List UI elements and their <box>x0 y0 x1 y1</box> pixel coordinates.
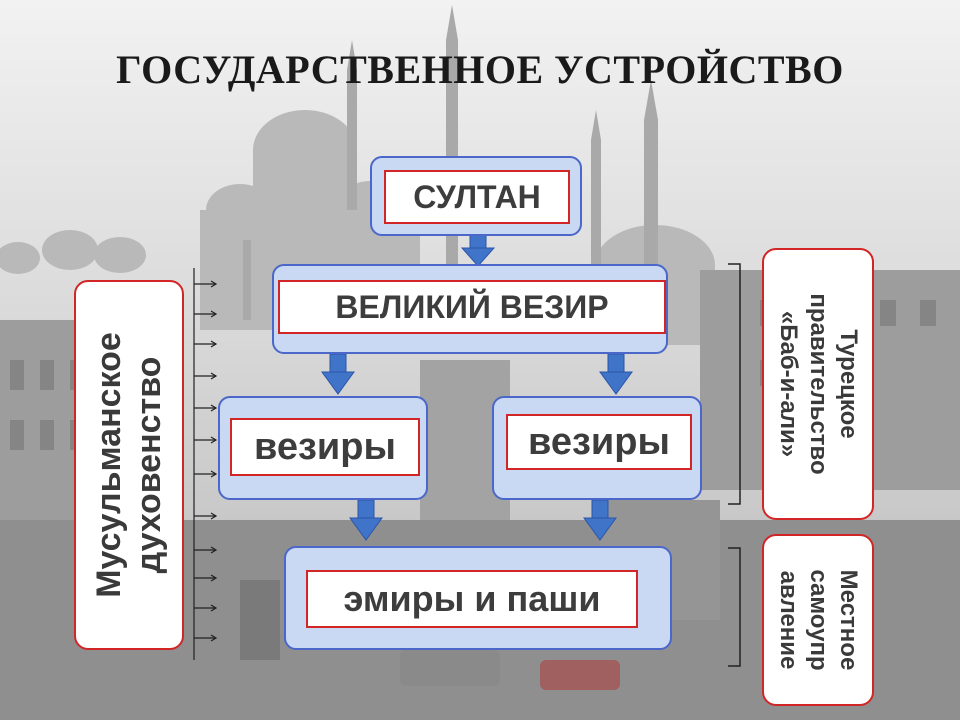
government-line-2: правительство <box>805 293 832 475</box>
emirs-label: эмиры и паши <box>306 570 638 628</box>
viziers-right-node: везиры <box>492 396 702 500</box>
government-text: Турецкое правительство «Баб-и-али» <box>773 293 863 474</box>
sultan-label: СУЛТАН <box>384 170 570 224</box>
clergy-text: Мусульманское духовенство <box>89 332 169 598</box>
grand-vizier-node: ВЕЛИКИЙ ВЕЗИР <box>272 264 668 354</box>
page-title: ГОСУДАРСТВЕННОЕ УСТРОЙСТВО <box>116 47 844 92</box>
government-box: Турецкое правительство «Баб-и-али» <box>762 248 874 520</box>
clergy-line-2: духовенство <box>130 356 168 574</box>
local-line-1: Местное <box>835 569 862 671</box>
local-line-2: самоупр <box>805 569 832 671</box>
sultan-node: СУЛТАН <box>370 156 582 236</box>
clergy-line-1: Мусульманское <box>90 332 128 598</box>
clergy-box: Мусульманское духовенство <box>74 280 184 650</box>
local-line-3: авление <box>775 570 802 670</box>
viziers-left-node: везиры <box>218 396 428 500</box>
emirs-node: эмиры и паши <box>284 546 672 650</box>
government-line-1: Турецкое <box>835 329 862 439</box>
local-government-text: Местное самоупр авление <box>773 569 863 670</box>
government-line-3: «Баб-и-али» <box>775 310 802 458</box>
viziers-left-label: везиры <box>230 418 420 476</box>
grand-vizier-label: ВЕЛИКИЙ ВЕЗИР <box>278 280 666 334</box>
viziers-right-label: везиры <box>506 414 692 470</box>
local-government-box: Местное самоупр авление <box>762 534 874 706</box>
